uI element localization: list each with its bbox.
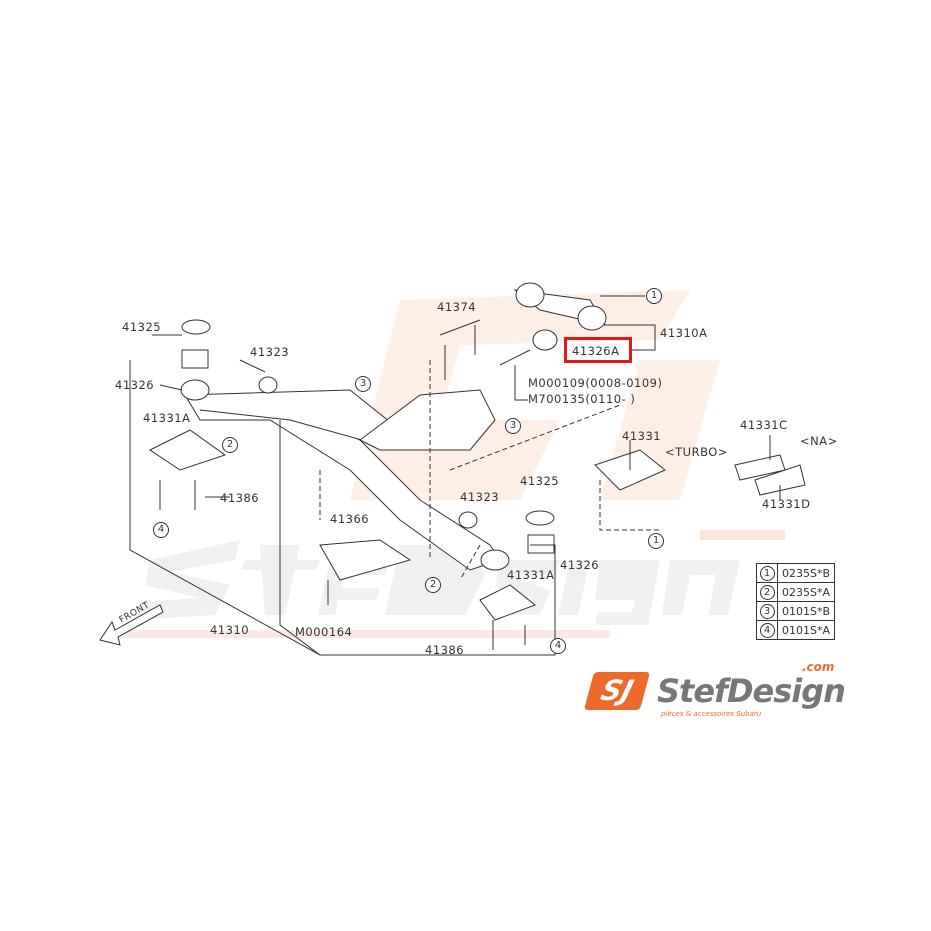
- part-label: 41331A: [507, 568, 555, 582]
- part-label: 41323: [250, 345, 290, 359]
- callout-2: 2: [425, 577, 441, 593]
- mount-41331A: [149, 429, 227, 471]
- bushing-41326: [480, 549, 510, 571]
- part-label: M700135(0110- ): [528, 392, 636, 406]
- highlight-box: [564, 337, 632, 363]
- part-label: 41325: [122, 320, 162, 334]
- part-label: M000164: [295, 625, 353, 639]
- part-label: 41310: [210, 623, 250, 637]
- stefdesign-logo: SJ .com StefDesign pièces & accessoires …: [583, 660, 857, 722]
- part-label: 41326: [560, 558, 600, 572]
- bushing-41326: [527, 534, 555, 554]
- mount-41323: [258, 376, 278, 394]
- part-label: 41331A: [143, 411, 191, 425]
- variant-label: <NA>: [800, 434, 838, 448]
- variant-label: <TURBO>: [665, 445, 728, 459]
- watermark-com-picture: [700, 530, 785, 540]
- mount-41323: [458, 511, 478, 529]
- bushing-41326A: [532, 329, 558, 351]
- legend-code: 0101S*A: [776, 620, 836, 640]
- bushing-41326: [180, 379, 210, 401]
- legend-number: 3: [759, 603, 775, 619]
- callout-2: 2: [222, 437, 238, 453]
- stopper-41325: [525, 510, 555, 526]
- part-label-highlighted: 41326A: [572, 344, 620, 358]
- callout-1: 1: [646, 288, 662, 304]
- legend-number: 1: [759, 565, 775, 581]
- callout-3: 3: [355, 376, 371, 392]
- part-label: 41331: [622, 429, 662, 443]
- part-label: 41386: [425, 643, 465, 657]
- bracket-41366: [319, 539, 412, 581]
- part-label: M000109(0008-0109): [528, 376, 663, 390]
- part-label: 41325: [520, 474, 560, 488]
- legend-code: 0101S*B: [776, 601, 836, 621]
- part-label: 41323: [460, 490, 500, 504]
- legend-number: 4: [759, 622, 775, 638]
- watermark-tagline-picture: [105, 630, 610, 638]
- callout-4: 4: [550, 638, 566, 654]
- part-label: 41374: [437, 300, 477, 314]
- logo-tagline: pièces & accessoires Subaru: [661, 710, 762, 718]
- part-label: 41366: [330, 512, 370, 526]
- bracket-41331D: [754, 464, 806, 496]
- part-label: 41331D: [762, 497, 811, 511]
- logo-name: StefDesign: [657, 672, 846, 710]
- front-arrow: [99, 604, 164, 646]
- part-label: 41331C: [740, 418, 788, 432]
- logo-mark: SJ: [583, 672, 651, 710]
- callout-4: 4: [153, 522, 169, 538]
- logo-com: .com: [802, 660, 835, 674]
- part-label: 41386: [220, 491, 260, 505]
- legend-code: 0235S*A: [776, 582, 836, 602]
- stopper-41325: [181, 319, 211, 335]
- legend-code: 0235S*B: [776, 563, 836, 583]
- callout-3: 3: [505, 418, 521, 434]
- mount-41331A: [479, 584, 536, 621]
- part-label: 41310A: [660, 326, 708, 340]
- callout-1: 1: [648, 533, 664, 549]
- legend-number: 2: [759, 584, 775, 600]
- part-label: 41326: [115, 378, 155, 392]
- bushing-41326: [181, 349, 209, 369]
- shield-41374: [359, 389, 496, 451]
